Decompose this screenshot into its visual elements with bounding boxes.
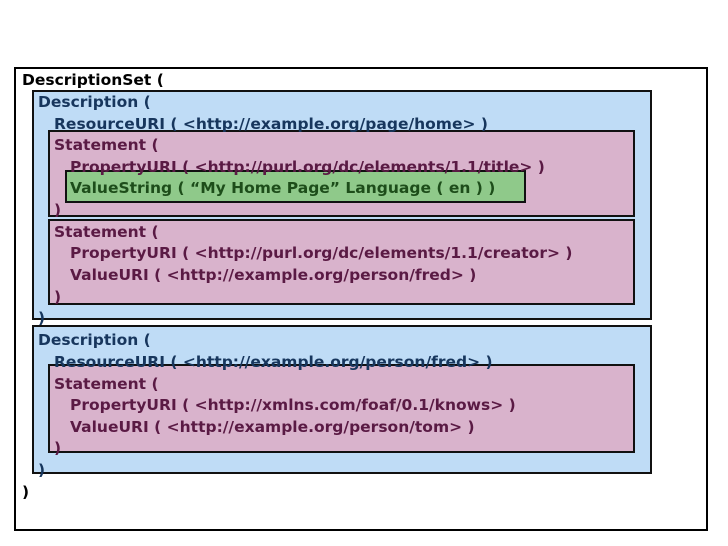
statement-3-value-uri: ValueURI ( <http://example.org/person/to…	[70, 418, 475, 436]
description-1-open: Description (	[38, 93, 151, 111]
description-set-open: DescriptionSet (	[22, 71, 164, 89]
statement-3-close: )	[54, 439, 62, 457]
statement-2-value-uri: ValueURI ( <http://example.org/person/fr…	[70, 266, 477, 284]
description-2-resource-uri: ResourceURI ( <http://example.org/person…	[54, 353, 493, 371]
statement-1-value-string: ValueString ( “My Home Page” Language ( …	[70, 179, 496, 197]
description-1-resource-uri: ResourceURI ( <http://example.org/page/h…	[54, 115, 488, 133]
description-1-close: )	[38, 309, 46, 327]
statement-1-open: Statement (	[54, 136, 159, 154]
statement-1-property-uri: PropertyURI ( <http://purl.org/dc/elemen…	[70, 158, 545, 176]
value-string-box	[65, 170, 526, 203]
description-set-close: )	[22, 483, 30, 501]
statement-box-3	[48, 364, 635, 453]
statement-3-open: Statement (	[54, 375, 159, 393]
statement-2-property-uri: PropertyURI ( <http://purl.org/dc/elemen…	[70, 244, 573, 262]
description-2-close: )	[38, 461, 46, 479]
statement-box-2	[48, 219, 635, 305]
statement-1-close: )	[54, 201, 62, 219]
statement-2-open: Statement (	[54, 223, 159, 241]
statement-3-property-uri: PropertyURI ( <http://xmlns.com/foaf/0.1…	[70, 396, 516, 414]
description-2-open: Description (	[38, 331, 151, 349]
statement-2-close: )	[54, 288, 62, 306]
